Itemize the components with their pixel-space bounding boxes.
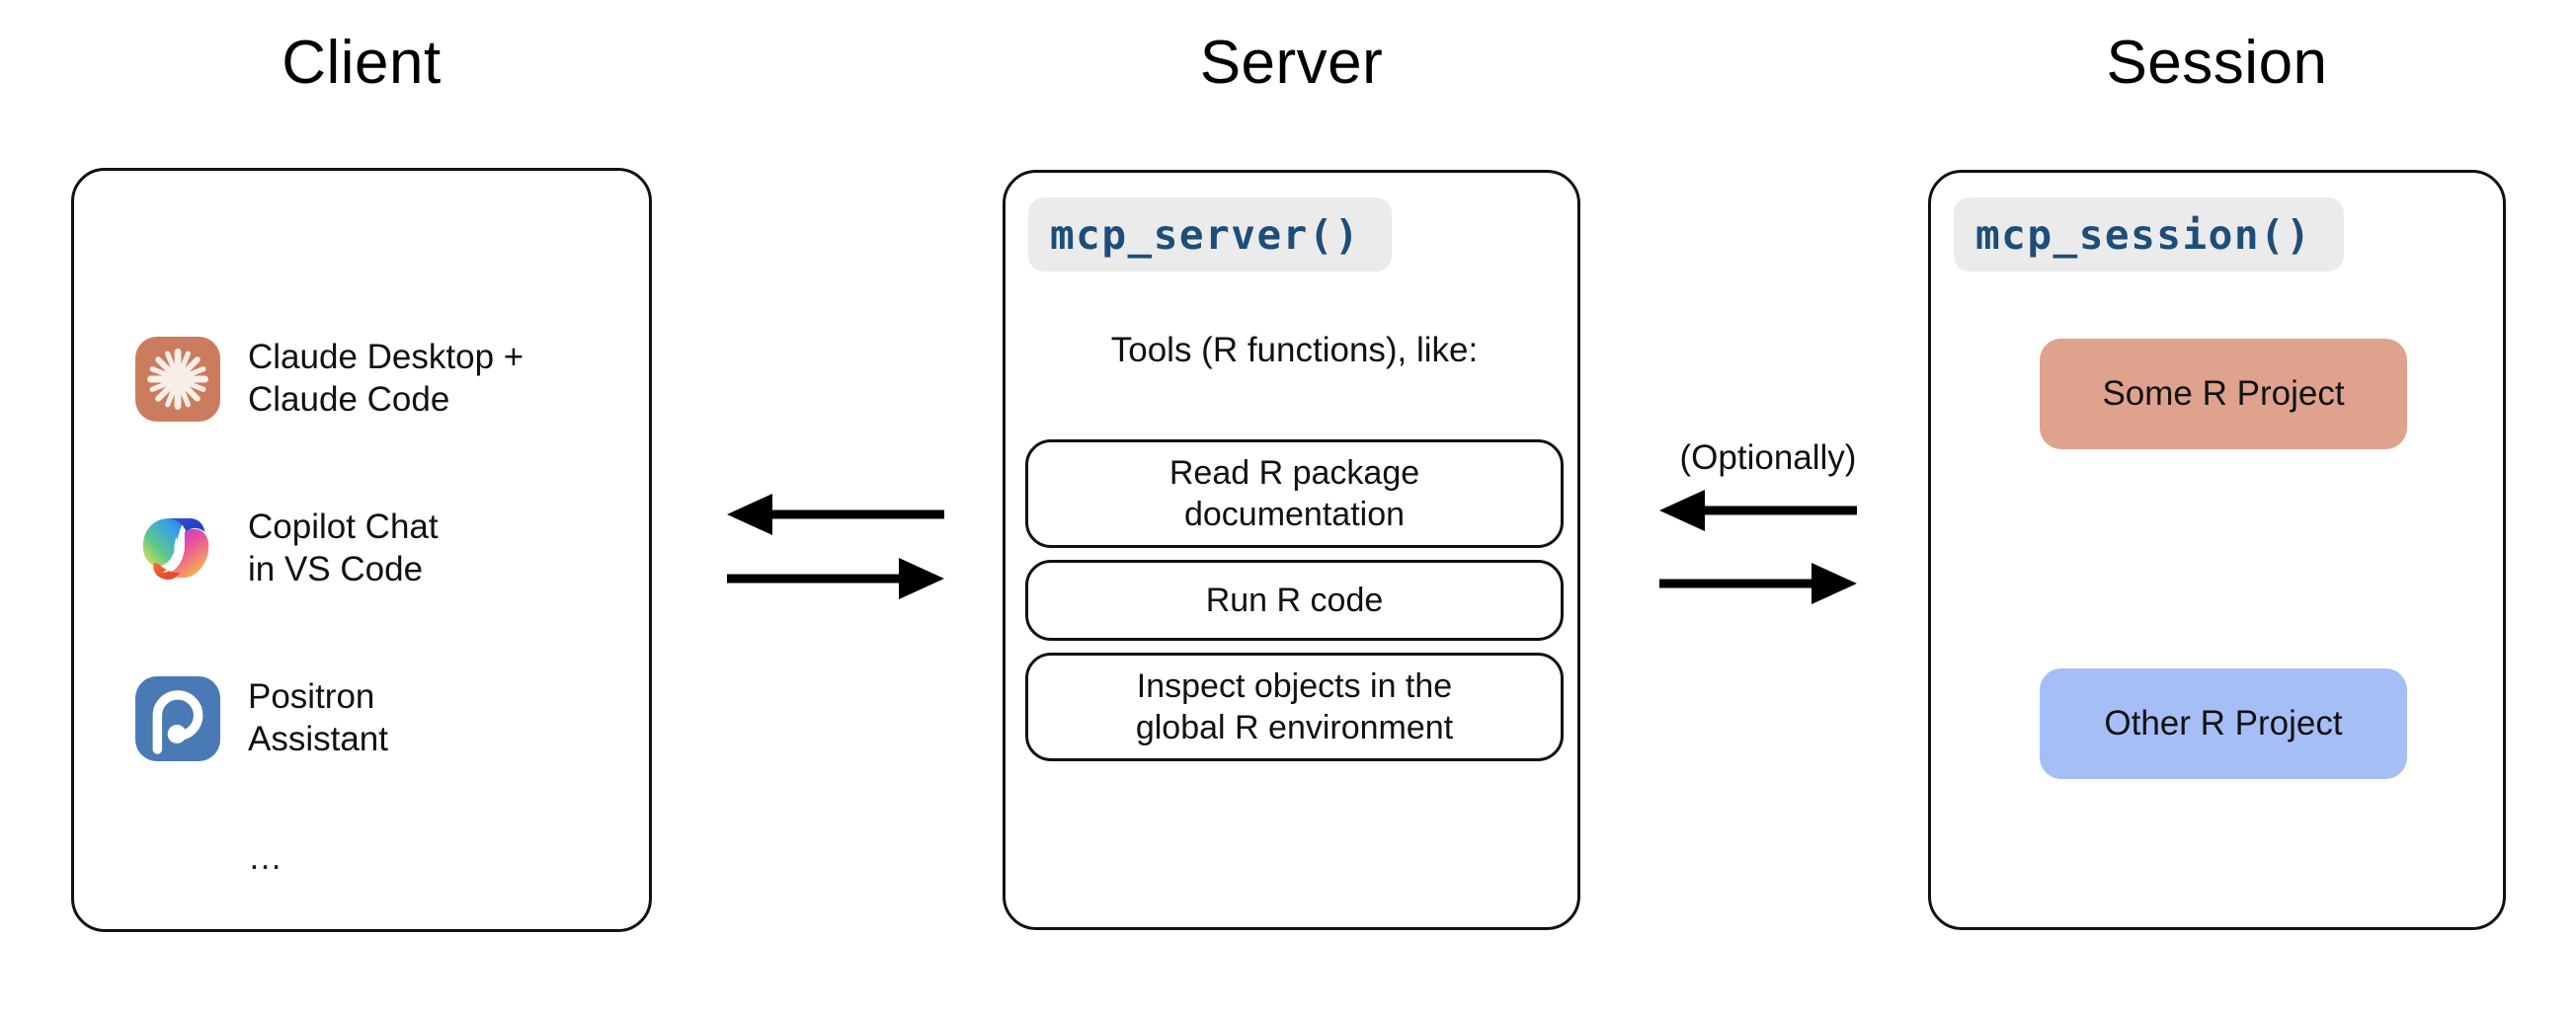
column-title-session: Session bbox=[2106, 29, 2328, 97]
session-card: mcp_session() Some R Project Other R Pro… bbox=[1928, 170, 2506, 930]
client-item-claude[interactable]: Claude Desktop + Claude Code bbox=[135, 337, 523, 422]
server-tool-inspect-objects[interactable]: Inspect objects in the global R environm… bbox=[1025, 653, 1564, 761]
arrow-server-to-client bbox=[727, 492, 944, 537]
session-code-chip: mcp_session() bbox=[1954, 197, 2344, 272]
server-card: mcp_server() Tools (R functions), like: … bbox=[1003, 170, 1580, 930]
session-project-other[interactable]: Other R Project bbox=[2040, 668, 2407, 779]
claude-icon bbox=[135, 337, 220, 422]
server-tools-caption: Tools (R functions), like: bbox=[1110, 331, 1479, 369]
client-card: Claude Desktop + Claude Code bbox=[71, 168, 652, 932]
client-item-label: Claude Desktop + Claude Code bbox=[248, 338, 524, 419]
copilot-icon bbox=[135, 507, 220, 591]
client-item-label: Positron Assistant bbox=[248, 677, 388, 758]
client-item-label: Copilot Chat in VS Code bbox=[248, 508, 439, 588]
column-title-server: Server bbox=[1199, 29, 1384, 97]
arrow-client-to-server bbox=[727, 556, 944, 601]
positron-icon bbox=[135, 676, 220, 761]
session-project-some[interactable]: Some R Project bbox=[2040, 339, 2407, 449]
server-code-chip: mcp_server() bbox=[1028, 197, 1392, 272]
client-item-copilot[interactable]: Copilot Chat in VS Code bbox=[135, 507, 439, 591]
server-tool-run-code[interactable]: Run R code bbox=[1025, 560, 1564, 641]
arrow-server-to-session bbox=[1659, 561, 1857, 606]
client-item-positron[interactable]: Positron Assistant bbox=[135, 676, 388, 761]
client-more-ellipsis: … bbox=[248, 838, 285, 877]
optional-connector-label: (Optionally) bbox=[1679, 438, 1857, 477]
server-tool-read-docs[interactable]: Read R package documentation bbox=[1025, 439, 1564, 548]
column-title-client: Client bbox=[282, 29, 442, 97]
arrow-session-to-server bbox=[1659, 488, 1857, 533]
